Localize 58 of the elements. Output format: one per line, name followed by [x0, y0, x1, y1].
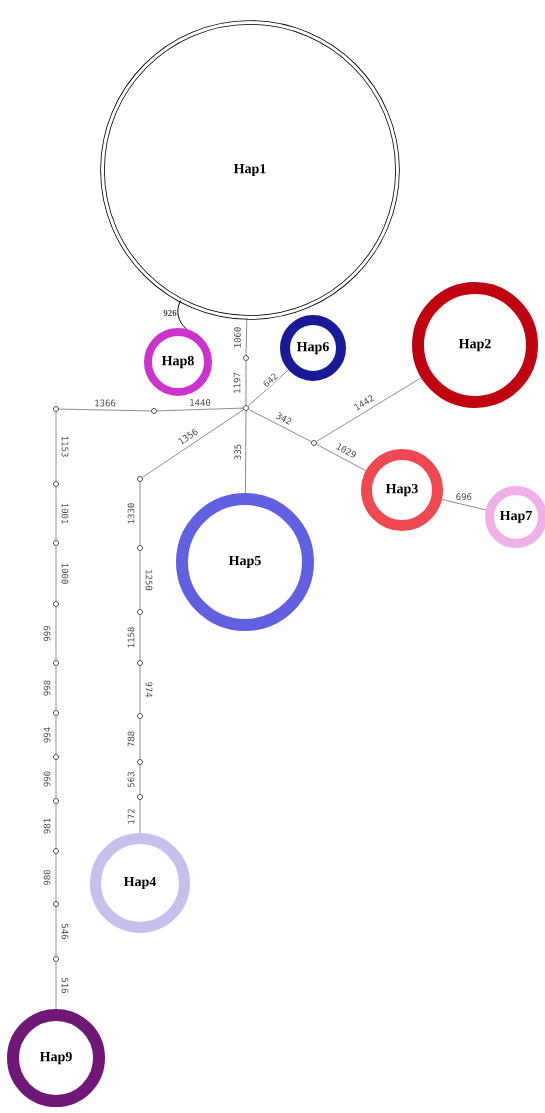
connecting-line [139, 665, 141, 714]
connecting-line [55, 486, 57, 541]
connecting-line [55, 665, 57, 711]
edge-label: 981 [42, 816, 52, 836]
connecting-line [245, 317, 248, 356]
connecting-line [139, 764, 141, 795]
edge-label: 172 [126, 807, 136, 826]
connecting-line [55, 545, 57, 602]
edge-label: 1153 [60, 434, 70, 459]
connecting-line [139, 718, 141, 760]
edge-label: 974 [144, 680, 154, 699]
connecting-line [139, 614, 141, 661]
connecting-line [55, 759, 57, 799]
connecting-line [55, 906, 57, 957]
connecting-line [58, 408, 152, 412]
edge-label: 1440 [188, 398, 212, 407]
connecting-line [55, 961, 57, 1010]
edge-label: 335 [233, 442, 243, 462]
edge-label: 994 [42, 725, 52, 745]
edge-label: 1000 [60, 561, 70, 586]
edge-label: 1158 [126, 625, 136, 650]
connecting-line [139, 799, 141, 834]
connecting-line [316, 444, 367, 471]
edge-label: 696 [454, 492, 473, 502]
connecting-line [245, 410, 247, 494]
connecting-line [316, 377, 422, 442]
connecting-line [55, 853, 57, 902]
connecting-line [245, 360, 247, 406]
edge-label: 516 [60, 976, 70, 995]
edge-label: 1029 [333, 441, 359, 460]
edge-label: 990 [42, 769, 52, 789]
edge-label: 1250 [144, 568, 154, 592]
edge-label: 998 [42, 678, 52, 698]
edge-label: 342 [273, 410, 295, 427]
connecting-line [139, 550, 141, 610]
connecting-line [248, 409, 312, 442]
connecting-line [55, 715, 57, 755]
connecting-line [156, 407, 244, 412]
connecting-line [142, 409, 244, 478]
connecting-line [177, 300, 188, 330]
connecting-line [55, 803, 57, 849]
edge-label: 1060 [233, 325, 242, 350]
edge-label: 980 [42, 868, 52, 887]
edge-label: 926 [163, 310, 177, 317]
connecting-line [247, 369, 289, 407]
edge-label: 1330 [126, 501, 136, 526]
edge-label: 642 [260, 370, 281, 390]
connecting-line [441, 499, 487, 511]
connecting-line [55, 606, 57, 661]
edge-label: 999 [42, 624, 52, 643]
connecting-line [55, 411, 57, 482]
edge-label: 1197 [232, 371, 242, 395]
edge-label: 563 [126, 770, 136, 789]
edge-label: 1001 [60, 501, 70, 526]
edge-label: 546 [60, 922, 70, 941]
edge-label: 1366 [93, 398, 117, 408]
edge-label: 788 [126, 729, 136, 749]
connecting-line [139, 481, 141, 546]
